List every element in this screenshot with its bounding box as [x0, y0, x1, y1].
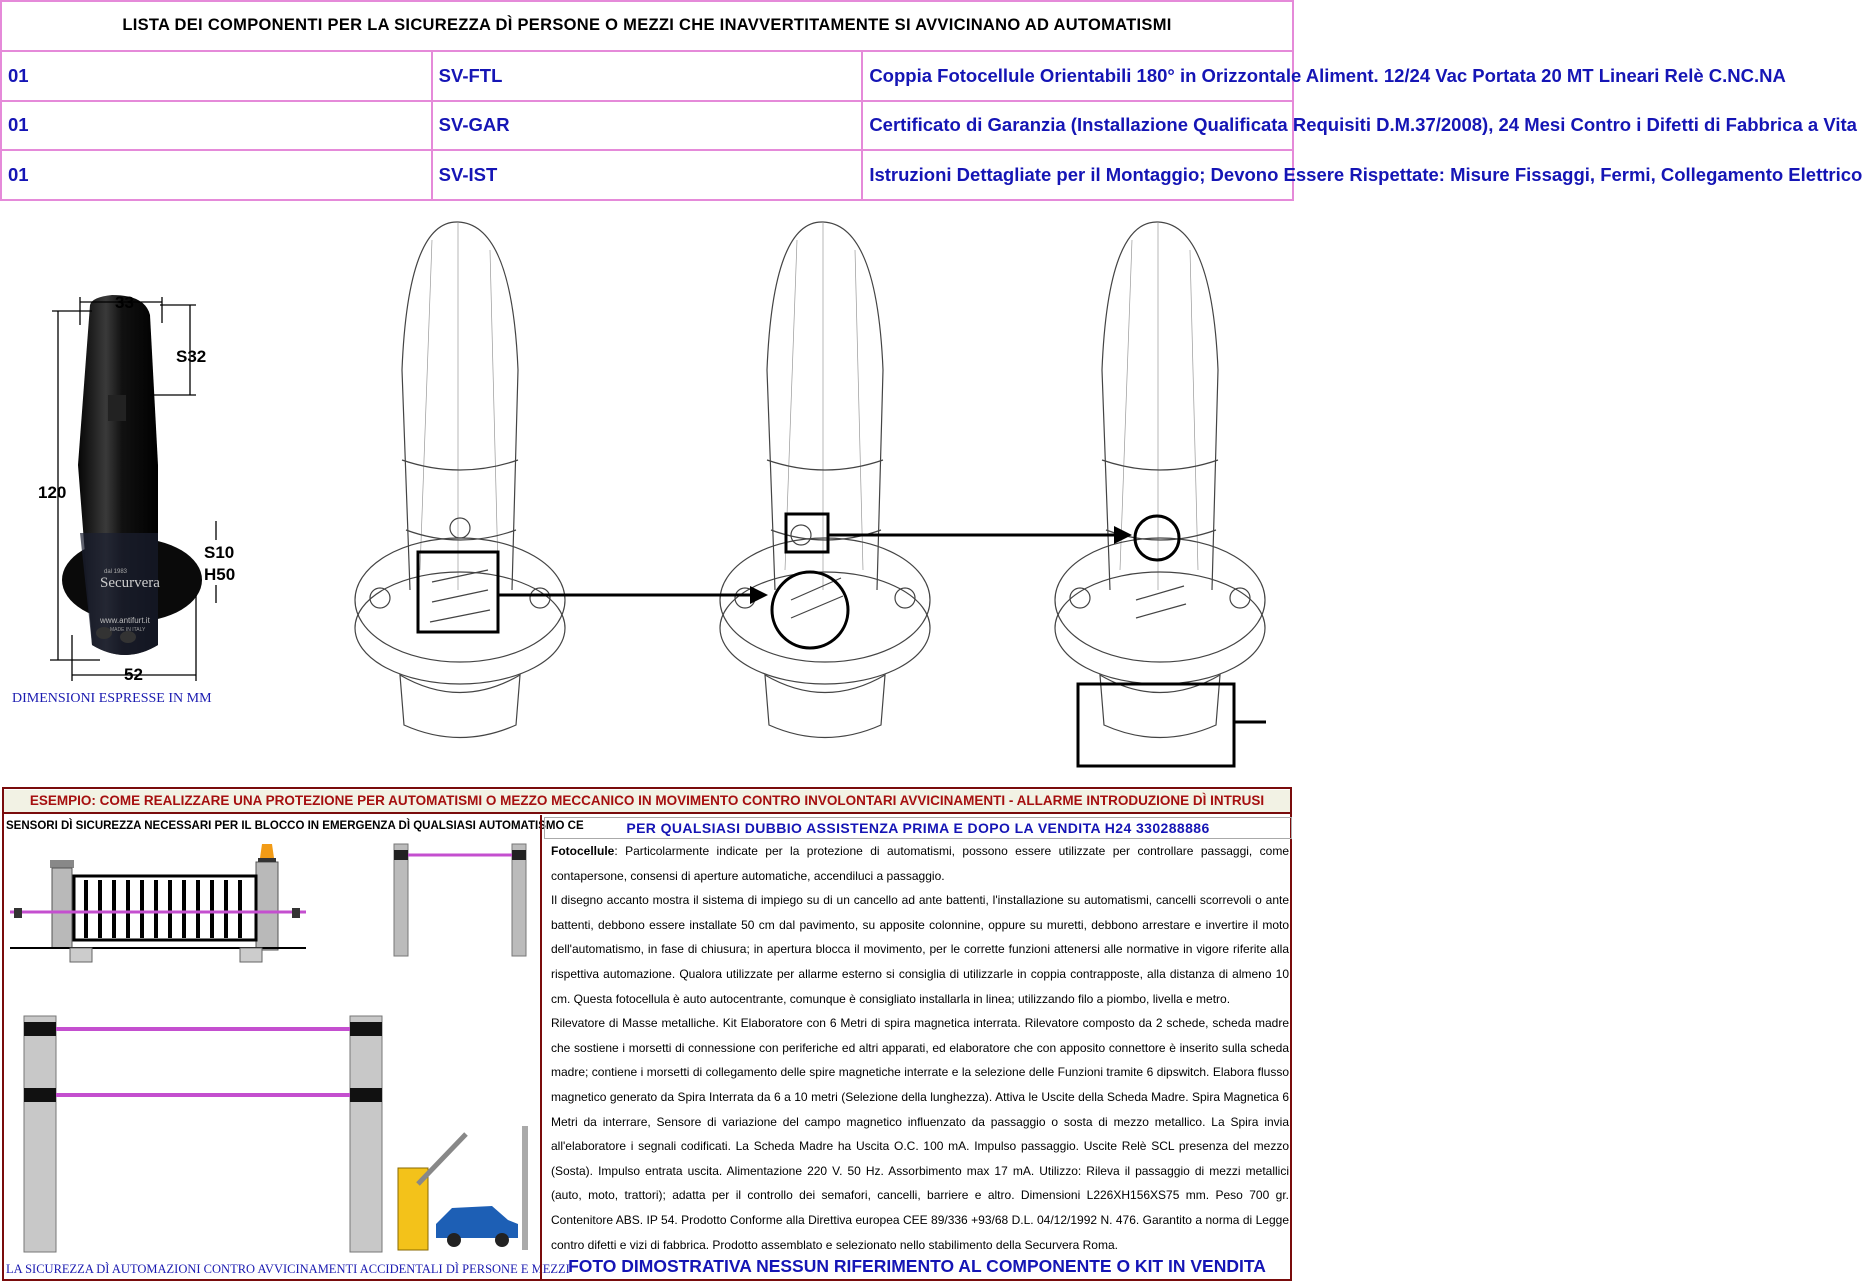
example-header: ESEMPIO: COME REALIZZARE UNA PROTEZIONE … [4, 790, 1290, 814]
barrier-illustration [397, 1126, 528, 1251]
ce-mark: CE [567, 820, 584, 832]
example-panel [2, 787, 1292, 1281]
installation-drawing [354, 221, 1266, 768]
car-illustration [436, 1206, 518, 1247]
row-desc: Coppia Fotocellule Orientabili 180° in O… [861, 49, 1786, 102]
assistance-line: PER QUALSIASI DUBBIO ASSISTENZA PRIMA E … [544, 817, 1292, 839]
dim-s32: S32 [176, 347, 206, 366]
description-text: Fotocellule: Particolarmente indicate pe… [551, 839, 1289, 1257]
row-code: SV-IST [430, 149, 864, 201]
brand-text: Securvera [100, 575, 160, 591]
photocell-dimension-drawing: Securvera dal 1983 www.antifurt.it MADE … [38, 293, 235, 684]
photocell-unit-2 [719, 221, 931, 738]
dim-width-base: 52 [124, 665, 143, 684]
row-desc: Istruzioni Dettagliate per il Montaggio;… [861, 149, 1862, 201]
row-desc: Certificato di Garanzia (Installazione Q… [861, 99, 1857, 152]
table-row: 01 SV-FTL Coppia Fotocellule Orientabili… [0, 49, 1786, 102]
column-pair-small [393, 843, 527, 957]
table-row: 01 SV-IST Istruzioni Dettagliate per il … [0, 149, 1862, 201]
row-qty: 01 [0, 99, 433, 152]
dim-s10: S10 [204, 543, 234, 562]
description-p3: Rilevatore di Masse metalliche. Kit Elab… [551, 1016, 1289, 1252]
foto-disclaimer: FOTO DIMOSTRATIVA NESSUN RIFERIMENTO AL … [568, 1256, 1266, 1276]
row-code: SV-GAR [430, 99, 864, 152]
gate-illustration [10, 844, 306, 963]
brand-year: dal 1983 [104, 569, 128, 575]
website-text: www.antifurt.it [99, 616, 151, 625]
photocell-unit-1 [354, 221, 566, 738]
made-in-text: MADE IN ITALY [110, 627, 146, 633]
dimensions-caption: DIMENSIONI ESPRESSE IN MM [12, 691, 212, 706]
description-p2: Il disegno accanto mostra il sistema di … [551, 893, 1289, 1006]
components-table: LISTA DEI COMPONENTI PER LA SICUREZZA DÌ… [0, 0, 1862, 201]
left-caption: LA SICUREZZA DÌ AUTOMAZIONI CONTRO AVVIC… [6, 1262, 570, 1276]
column-pair-large [23, 1015, 383, 1253]
dim-height: 120 [38, 483, 66, 502]
table-row: 01 SV-GAR Certificato di Garanzia (Insta… [0, 99, 1857, 152]
panel-divider [540, 815, 542, 1280]
dim-h50: H50 [204, 565, 235, 584]
dim-width-top: 33 [115, 293, 134, 312]
sensori-title: SENSORI DÌ SICUREZZA NECESSARI PER IL BL… [6, 820, 584, 832]
fotocellule-label: Fotocellule [551, 844, 615, 858]
table-title: LISTA DEI COMPONENTI PER LA SICUREZZA DÌ… [0, 0, 1294, 52]
row-code: SV-FTL [430, 49, 864, 102]
photocell-unit-3 [1054, 221, 1266, 738]
row-qty: 01 [0, 49, 433, 102]
row-qty: 01 [0, 149, 433, 201]
example-illustration [10, 843, 528, 1253]
